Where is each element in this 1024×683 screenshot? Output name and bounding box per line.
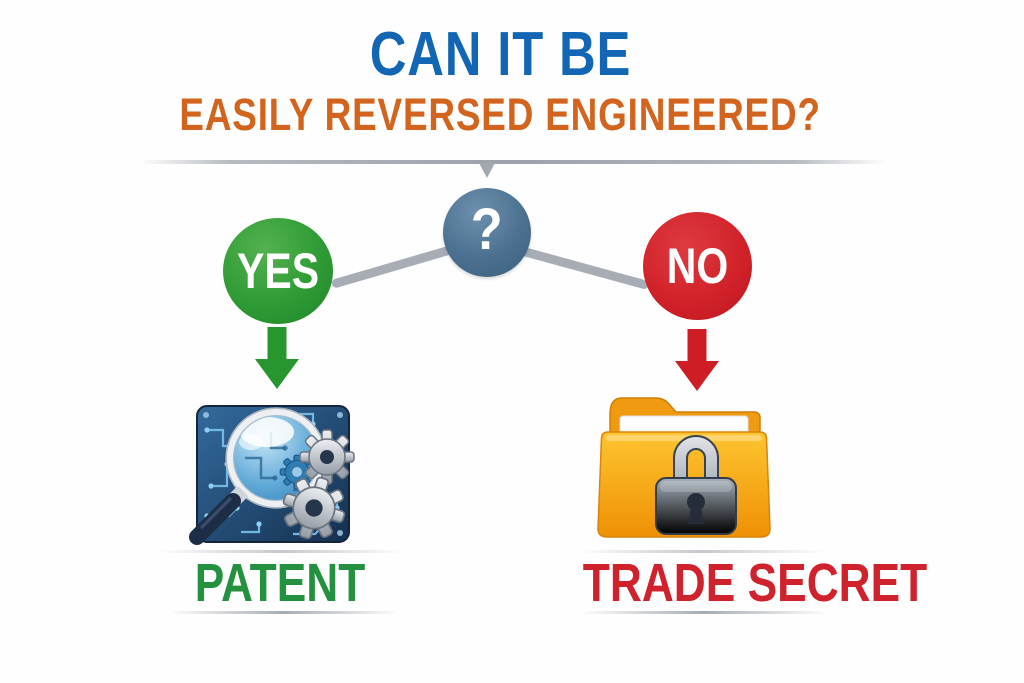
- trade-secret-icon: [594, 390, 784, 547]
- title-line-1: CAN IT BE: [369, 20, 631, 89]
- connector-no-line: [518, 246, 650, 290]
- no-label: NO: [666, 238, 729, 294]
- trade-secret-underline: [580, 611, 828, 614]
- gear-icon: [282, 476, 346, 540]
- keyhole-icon: [687, 493, 705, 524]
- trade-secret-shadow-line: [578, 550, 826, 553]
- no-arrow-down-icon: [675, 329, 719, 391]
- connector-yes-line: [330, 244, 455, 289]
- title-block: CAN IT BE EASILY REVERSED ENGINEERED?: [0, 24, 1000, 140]
- patent-icon: [175, 398, 385, 558]
- padlock-icon: [655, 435, 737, 535]
- question-circle: ?: [443, 188, 531, 277]
- patent-label: PATENT: [194, 553, 366, 613]
- gear-icon: [299, 429, 355, 485]
- no-circle: NO: [643, 212, 752, 320]
- trade-secret-label: TRADE SECRET: [582, 553, 928, 613]
- title-divider-line: [140, 160, 885, 164]
- divider-arrow-down-icon: [479, 163, 495, 178]
- patent-underline: [168, 611, 400, 614]
- question-mark-icon: ?: [471, 197, 503, 262]
- yes-arrow-down-icon: [255, 327, 299, 389]
- yes-circle: YES: [223, 218, 333, 324]
- patent-shadow-line: [158, 550, 406, 553]
- magnifier-handle: [189, 485, 249, 545]
- title-line-2: EASILY REVERSED ENGINEERED?: [179, 89, 821, 140]
- yes-label: YES: [236, 243, 320, 299]
